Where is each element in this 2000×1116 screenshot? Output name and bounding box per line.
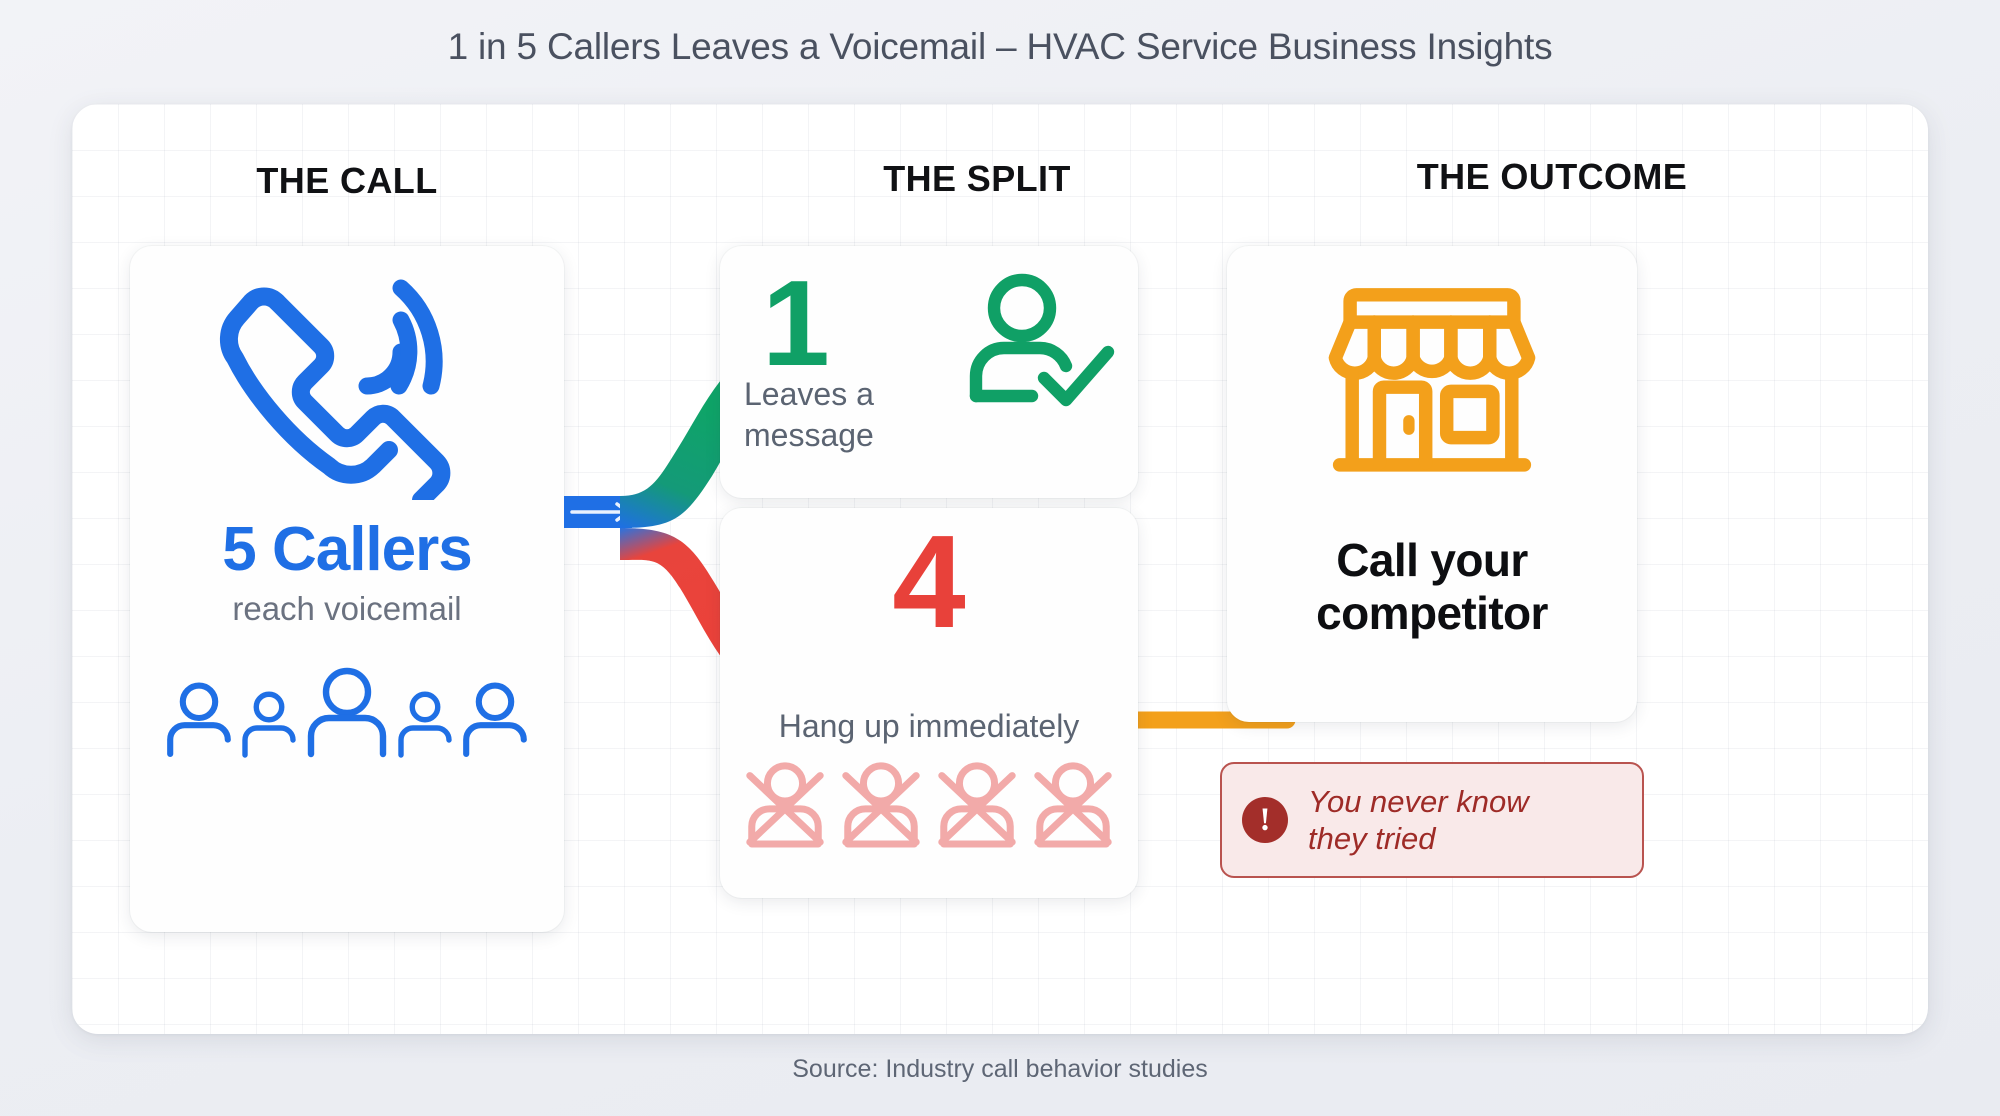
source-caption: Source: Industry call behavior studies xyxy=(792,1055,1208,1083)
person-icon xyxy=(307,667,387,758)
callers-count-label: 5 Callers xyxy=(222,515,473,584)
outcome-card: Call your competitor xyxy=(1227,246,1637,722)
call-card: 5 Callers reach voicemail xyxy=(130,246,564,932)
person-icon xyxy=(398,691,452,758)
callers-subtitle: reach voicemail xyxy=(232,590,462,627)
crossed-out-person-icon xyxy=(938,762,1016,848)
person-icon xyxy=(242,691,296,758)
outcome-text-line1: Call your xyxy=(1336,534,1528,586)
alert-text-line1: You never know xyxy=(1308,783,1529,819)
person-icon xyxy=(167,682,231,758)
hang-up-count: 4 xyxy=(892,508,966,655)
ringing-phone-icon xyxy=(219,279,451,500)
leaves-message-label-line1: Leaves a xyxy=(744,376,874,412)
blue-stem-arrow xyxy=(564,496,632,528)
outcome-text-line2: competitor xyxy=(1316,587,1548,640)
never-know-alert-box: ! You never know they tried xyxy=(1220,762,1644,878)
crossed-out-person-icon xyxy=(1034,762,1112,848)
leaves-message-card: 1 Leaves a message xyxy=(720,246,1138,498)
person-check-icon xyxy=(969,273,1115,407)
five-people-group-icon xyxy=(130,666,564,758)
outcome-text: Call your competitor xyxy=(1227,534,1637,641)
person-icon xyxy=(463,682,527,758)
hang-up-label: Hang up immediately xyxy=(778,708,1080,744)
alert-text: You never know they tried xyxy=(1308,783,1529,857)
column-header-the-split: THE SPLIT xyxy=(883,158,1071,199)
leaves-message-label: Leaves a message xyxy=(744,374,934,456)
leaves-message-count: 1 xyxy=(762,255,830,391)
storefront-icon xyxy=(1328,288,1536,472)
alert-text-line2: they tried xyxy=(1308,821,1436,856)
person-check-icon-wrapper xyxy=(966,272,1116,417)
storefront-icon-wrapper xyxy=(1227,278,1637,488)
crossed-out-person-icon xyxy=(746,762,824,848)
hang-up-card: 4 Hang up immediately xyxy=(720,508,1138,898)
column-header-the-call: THE CALL xyxy=(256,160,438,201)
page-title: 1 in 5 Callers Leaves a Voicemail – HVAC… xyxy=(447,26,1553,67)
infographic-board: THE CALL THE SPLIT THE OUTCOME 5 xyxy=(72,104,1928,1034)
phone-icon-wrapper xyxy=(130,270,564,500)
crossed-out-person-icon xyxy=(842,762,920,848)
crossed-out-people-group xyxy=(720,756,1138,848)
exclamation-circle-icon: ! xyxy=(1242,797,1288,843)
leaves-message-label-line2: message xyxy=(744,416,874,453)
column-header-the-outcome: THE OUTCOME xyxy=(1416,156,1688,197)
